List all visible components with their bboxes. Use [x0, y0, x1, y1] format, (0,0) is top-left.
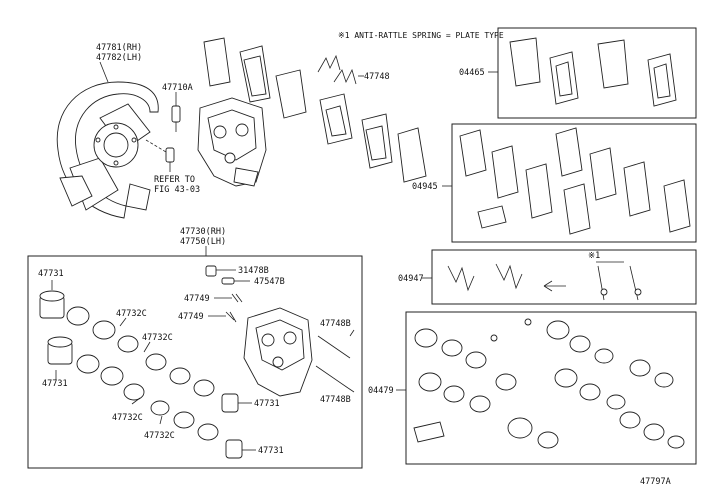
label-47748: 47748 [364, 72, 390, 82]
label-47749-a: 47749 [184, 294, 210, 304]
label-47749-b: 47749 [178, 312, 204, 322]
dust-shield [56, 81, 159, 219]
label-47731-top: 47731 [38, 269, 64, 279]
label-mark-1: ※1 [588, 251, 600, 261]
bolt-47710a [145, 105, 181, 172]
refer-fig: FIG 43-03 [154, 185, 200, 195]
pad-kit-pads [509, 37, 677, 107]
shim-kit-box [451, 123, 697, 243]
ref-code: 47797A [640, 477, 671, 487]
label-04479: 04479 [368, 386, 394, 396]
label-47732c-3: 47732C [112, 413, 143, 423]
label-31478b: 31478B [238, 266, 269, 276]
label-47547b: 47547B [254, 277, 285, 287]
caliper-assy-box [27, 255, 363, 469]
label-47710a: 47710A [162, 83, 193, 93]
label-04945: 04945 [412, 182, 438, 192]
label-47732c-1: 47732C [116, 309, 147, 319]
label-47730: 47730(RH) [180, 227, 226, 237]
spring-kit-parts [447, 261, 642, 301]
label-47732c-2: 47732C [142, 333, 173, 343]
bleeder-plug [205, 265, 250, 285]
spring-kit-box [431, 249, 697, 305]
label-47781: 47781(RH) [96, 43, 142, 53]
anti-rattle-note: ※1 ANTI-RATTLE SPRING = PLATE TYPE [338, 31, 504, 40]
label-47748b-b: 47748B [320, 395, 351, 405]
pins-47748b [315, 329, 355, 393]
spring-47748 [317, 54, 364, 85]
shim-kit-parts [459, 127, 691, 235]
pins-47749 [208, 293, 243, 323]
label-47731-left: 47731 [42, 379, 68, 389]
caliper-body [243, 307, 313, 397]
label-47748b-a: 47748B [320, 319, 351, 329]
seal-kit-box [405, 311, 697, 465]
seal-kit-rings [413, 318, 685, 449]
label-47731-bottom: 47731 [258, 446, 284, 456]
refer-to: REFER TO [154, 175, 195, 185]
label-04947: 04947 [398, 274, 424, 284]
label-04465: 04465 [459, 68, 485, 78]
pad-kit-box [497, 27, 697, 119]
label-47732c-4: 47732C [144, 431, 175, 441]
label-47731-mid: 47731 [254, 399, 280, 409]
label-47782: 47782(LH) [96, 53, 142, 63]
label-47750: 47750(LH) [180, 237, 226, 247]
caliper-top [197, 97, 267, 187]
pistons-seals [39, 290, 243, 459]
top-pads [203, 37, 427, 183]
